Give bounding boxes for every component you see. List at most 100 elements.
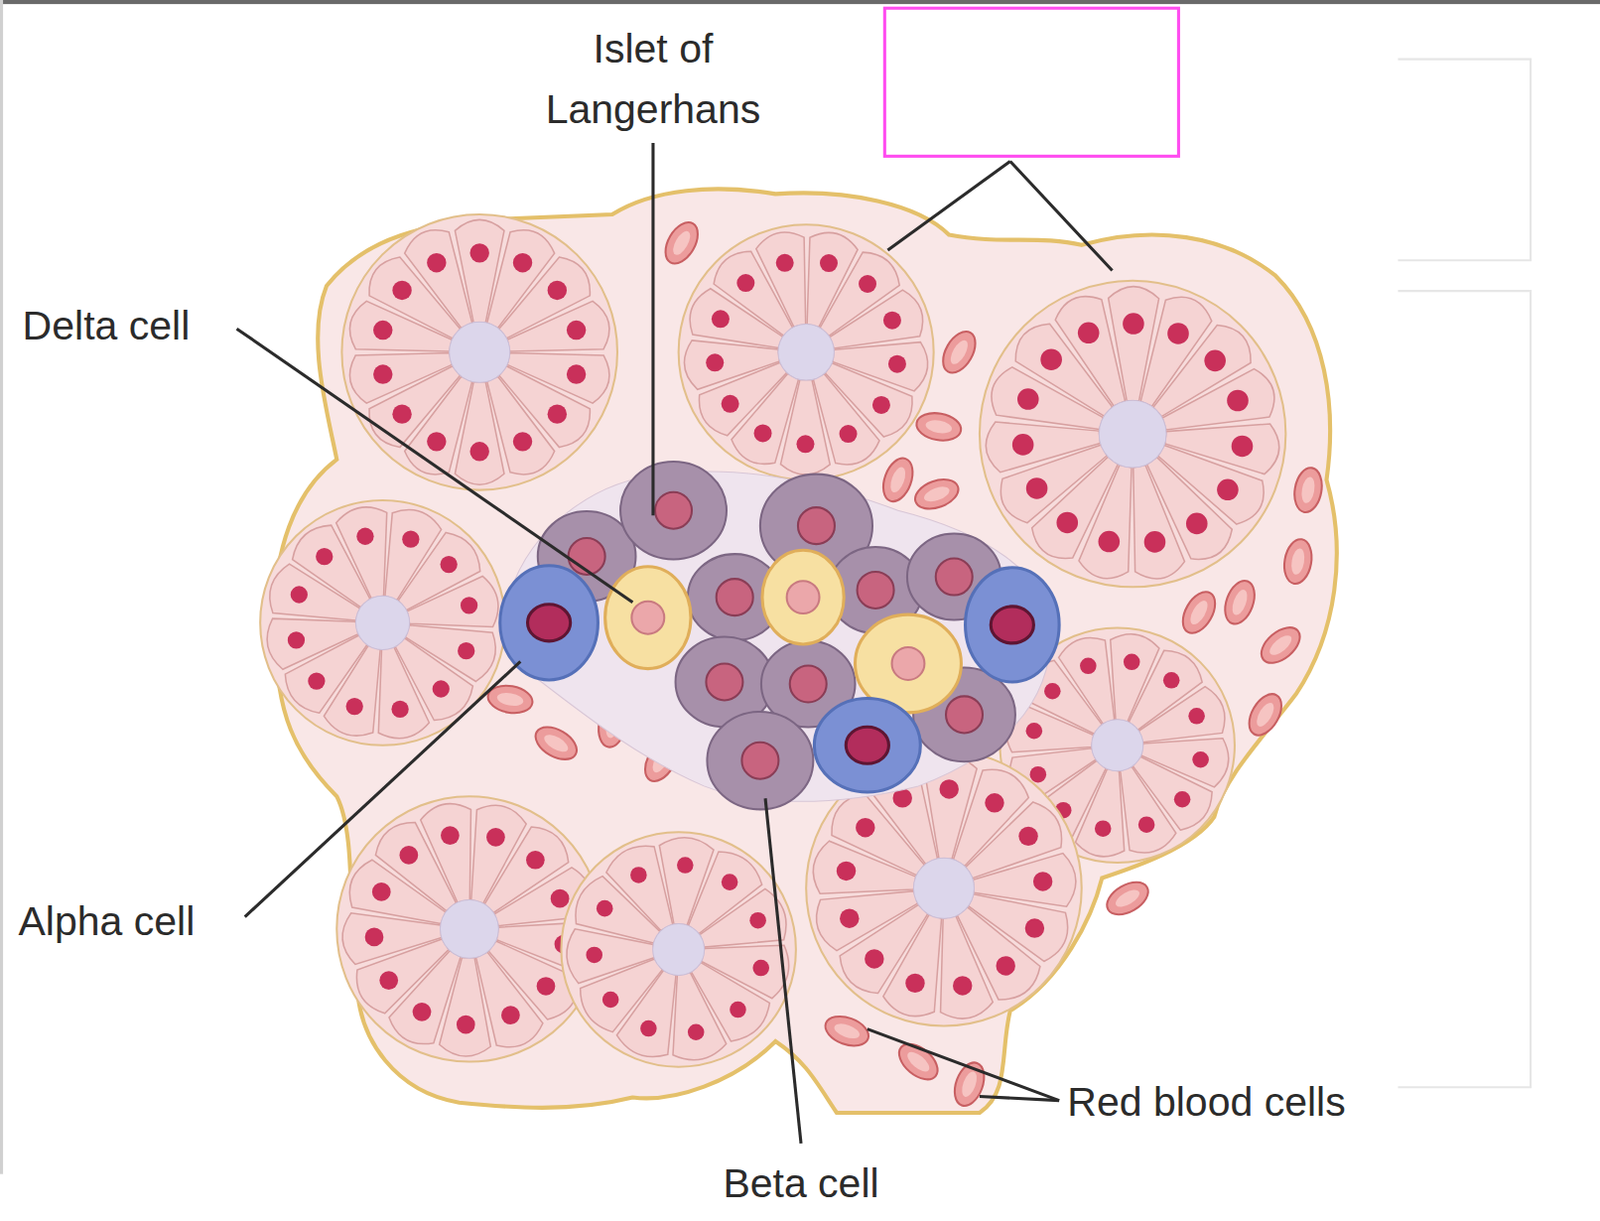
rbc-center xyxy=(1253,699,1278,729)
rbc-center xyxy=(1289,546,1307,575)
acinar-nucleus xyxy=(1026,722,1044,740)
acinar-cell xyxy=(756,232,806,327)
acinar-nucleus xyxy=(550,889,570,909)
leader-line xyxy=(651,142,655,516)
acinar-nucleus xyxy=(315,547,333,565)
acinus-outline xyxy=(560,831,796,1067)
acinus-lumen xyxy=(913,857,974,919)
acinar-nucleus xyxy=(1123,654,1141,671)
red-blood-cell xyxy=(820,1010,873,1052)
acinus-outline xyxy=(979,280,1286,588)
rbc-body xyxy=(1176,586,1222,640)
acinar-nucleus xyxy=(536,976,556,996)
rbc-center xyxy=(1266,632,1295,660)
rbc-body xyxy=(1242,688,1289,742)
rbc-center xyxy=(958,1069,980,1099)
rbc-center xyxy=(922,483,951,505)
acinar-nucleus xyxy=(1167,322,1190,345)
acinus-lumen xyxy=(653,923,705,975)
acinar-nucleus xyxy=(513,431,533,451)
acinar-nucleus xyxy=(365,928,385,947)
acinar-nucleus xyxy=(456,1015,476,1035)
acinar-nucleus xyxy=(705,353,724,372)
acinar-nucleus xyxy=(1226,390,1249,412)
red-blood-cell xyxy=(877,454,919,507)
beta-nucleus xyxy=(798,507,835,544)
acinar-nucleus xyxy=(1033,871,1053,891)
acinar-nucleus xyxy=(905,973,925,993)
acinar-nucleus xyxy=(1163,671,1181,689)
acinar-nucleus xyxy=(426,431,446,451)
acinar-nucleus xyxy=(1192,751,1209,769)
rbc-body xyxy=(911,473,963,515)
beta-cell xyxy=(706,711,813,809)
acinar-nucleus xyxy=(585,946,603,964)
acinar-nucleus xyxy=(566,364,586,384)
delta-nucleus xyxy=(631,601,665,635)
rbc-center xyxy=(541,731,571,756)
acinar-nucleus xyxy=(721,395,740,413)
rbc-center xyxy=(669,228,694,258)
acinar-nucleus xyxy=(752,959,770,977)
beta-nucleus xyxy=(935,558,973,596)
alpha-nucleus xyxy=(990,606,1034,644)
red-blood-cell xyxy=(1219,576,1261,629)
acinar-nucleus xyxy=(457,642,475,660)
acinar-cell xyxy=(1120,766,1177,853)
rbc-center xyxy=(832,1020,862,1042)
delta-nucleus xyxy=(787,580,820,614)
acinar-nucleus xyxy=(836,861,856,881)
beta-nucleus xyxy=(857,571,895,609)
rbc-center xyxy=(1112,886,1142,911)
acinar-nucleus xyxy=(640,1020,658,1038)
acinar-nucleus xyxy=(501,1005,521,1025)
rbc-center xyxy=(925,417,953,435)
acinar-nucleus xyxy=(864,948,884,968)
red-blood-cell xyxy=(914,409,963,444)
alpha-cell xyxy=(965,567,1061,682)
rbc-body xyxy=(1291,465,1326,515)
acinar-cell xyxy=(672,972,727,1061)
acinar-nucleus xyxy=(373,364,393,384)
acinar-nucleus xyxy=(1122,312,1145,335)
acinar-nucleus xyxy=(426,253,446,272)
leader-line xyxy=(245,661,522,917)
acinar-cell xyxy=(1162,369,1275,430)
acinar-nucleus xyxy=(1203,350,1226,373)
acinar-nucleus xyxy=(1216,478,1239,501)
acinar-cell xyxy=(420,803,472,903)
acinar-nucleus xyxy=(1098,531,1121,553)
acinar-cell xyxy=(439,956,492,1057)
red-blood-cell-group xyxy=(485,216,1326,1110)
acinar-nucleus xyxy=(995,955,1015,975)
acinar-cell xyxy=(940,916,994,1019)
delta-nucleus xyxy=(892,647,926,680)
acinar-cell xyxy=(1138,686,1225,743)
acinus xyxy=(341,214,618,491)
acinar-nucleus xyxy=(356,528,374,545)
acinar-nucleus xyxy=(391,700,408,718)
rbc-body xyxy=(1281,536,1316,586)
acinar-nucleus xyxy=(630,866,648,884)
acinar-nucleus xyxy=(984,793,1004,812)
frame-edge xyxy=(0,0,3,1175)
rbc-body xyxy=(877,454,919,507)
acinar-nucleus xyxy=(883,311,902,330)
acinar-nucleus xyxy=(1186,513,1208,535)
acinar-cell xyxy=(336,507,388,599)
rbc-body xyxy=(1254,620,1307,670)
acinar-nucleus xyxy=(721,873,739,891)
acinar-nucleus xyxy=(307,671,325,689)
blank-label-box xyxy=(884,7,1179,156)
acinar-nucleus xyxy=(776,254,795,272)
alpha-nucleus xyxy=(528,604,571,642)
acinar-nucleus xyxy=(858,274,877,293)
acinar-nucleus xyxy=(839,424,858,443)
acinar-cell xyxy=(985,421,1100,473)
acinar-nucleus xyxy=(1044,682,1062,700)
delta-cell xyxy=(762,549,844,645)
acinar-nucleus xyxy=(547,280,567,300)
leader-line xyxy=(979,1096,1060,1101)
